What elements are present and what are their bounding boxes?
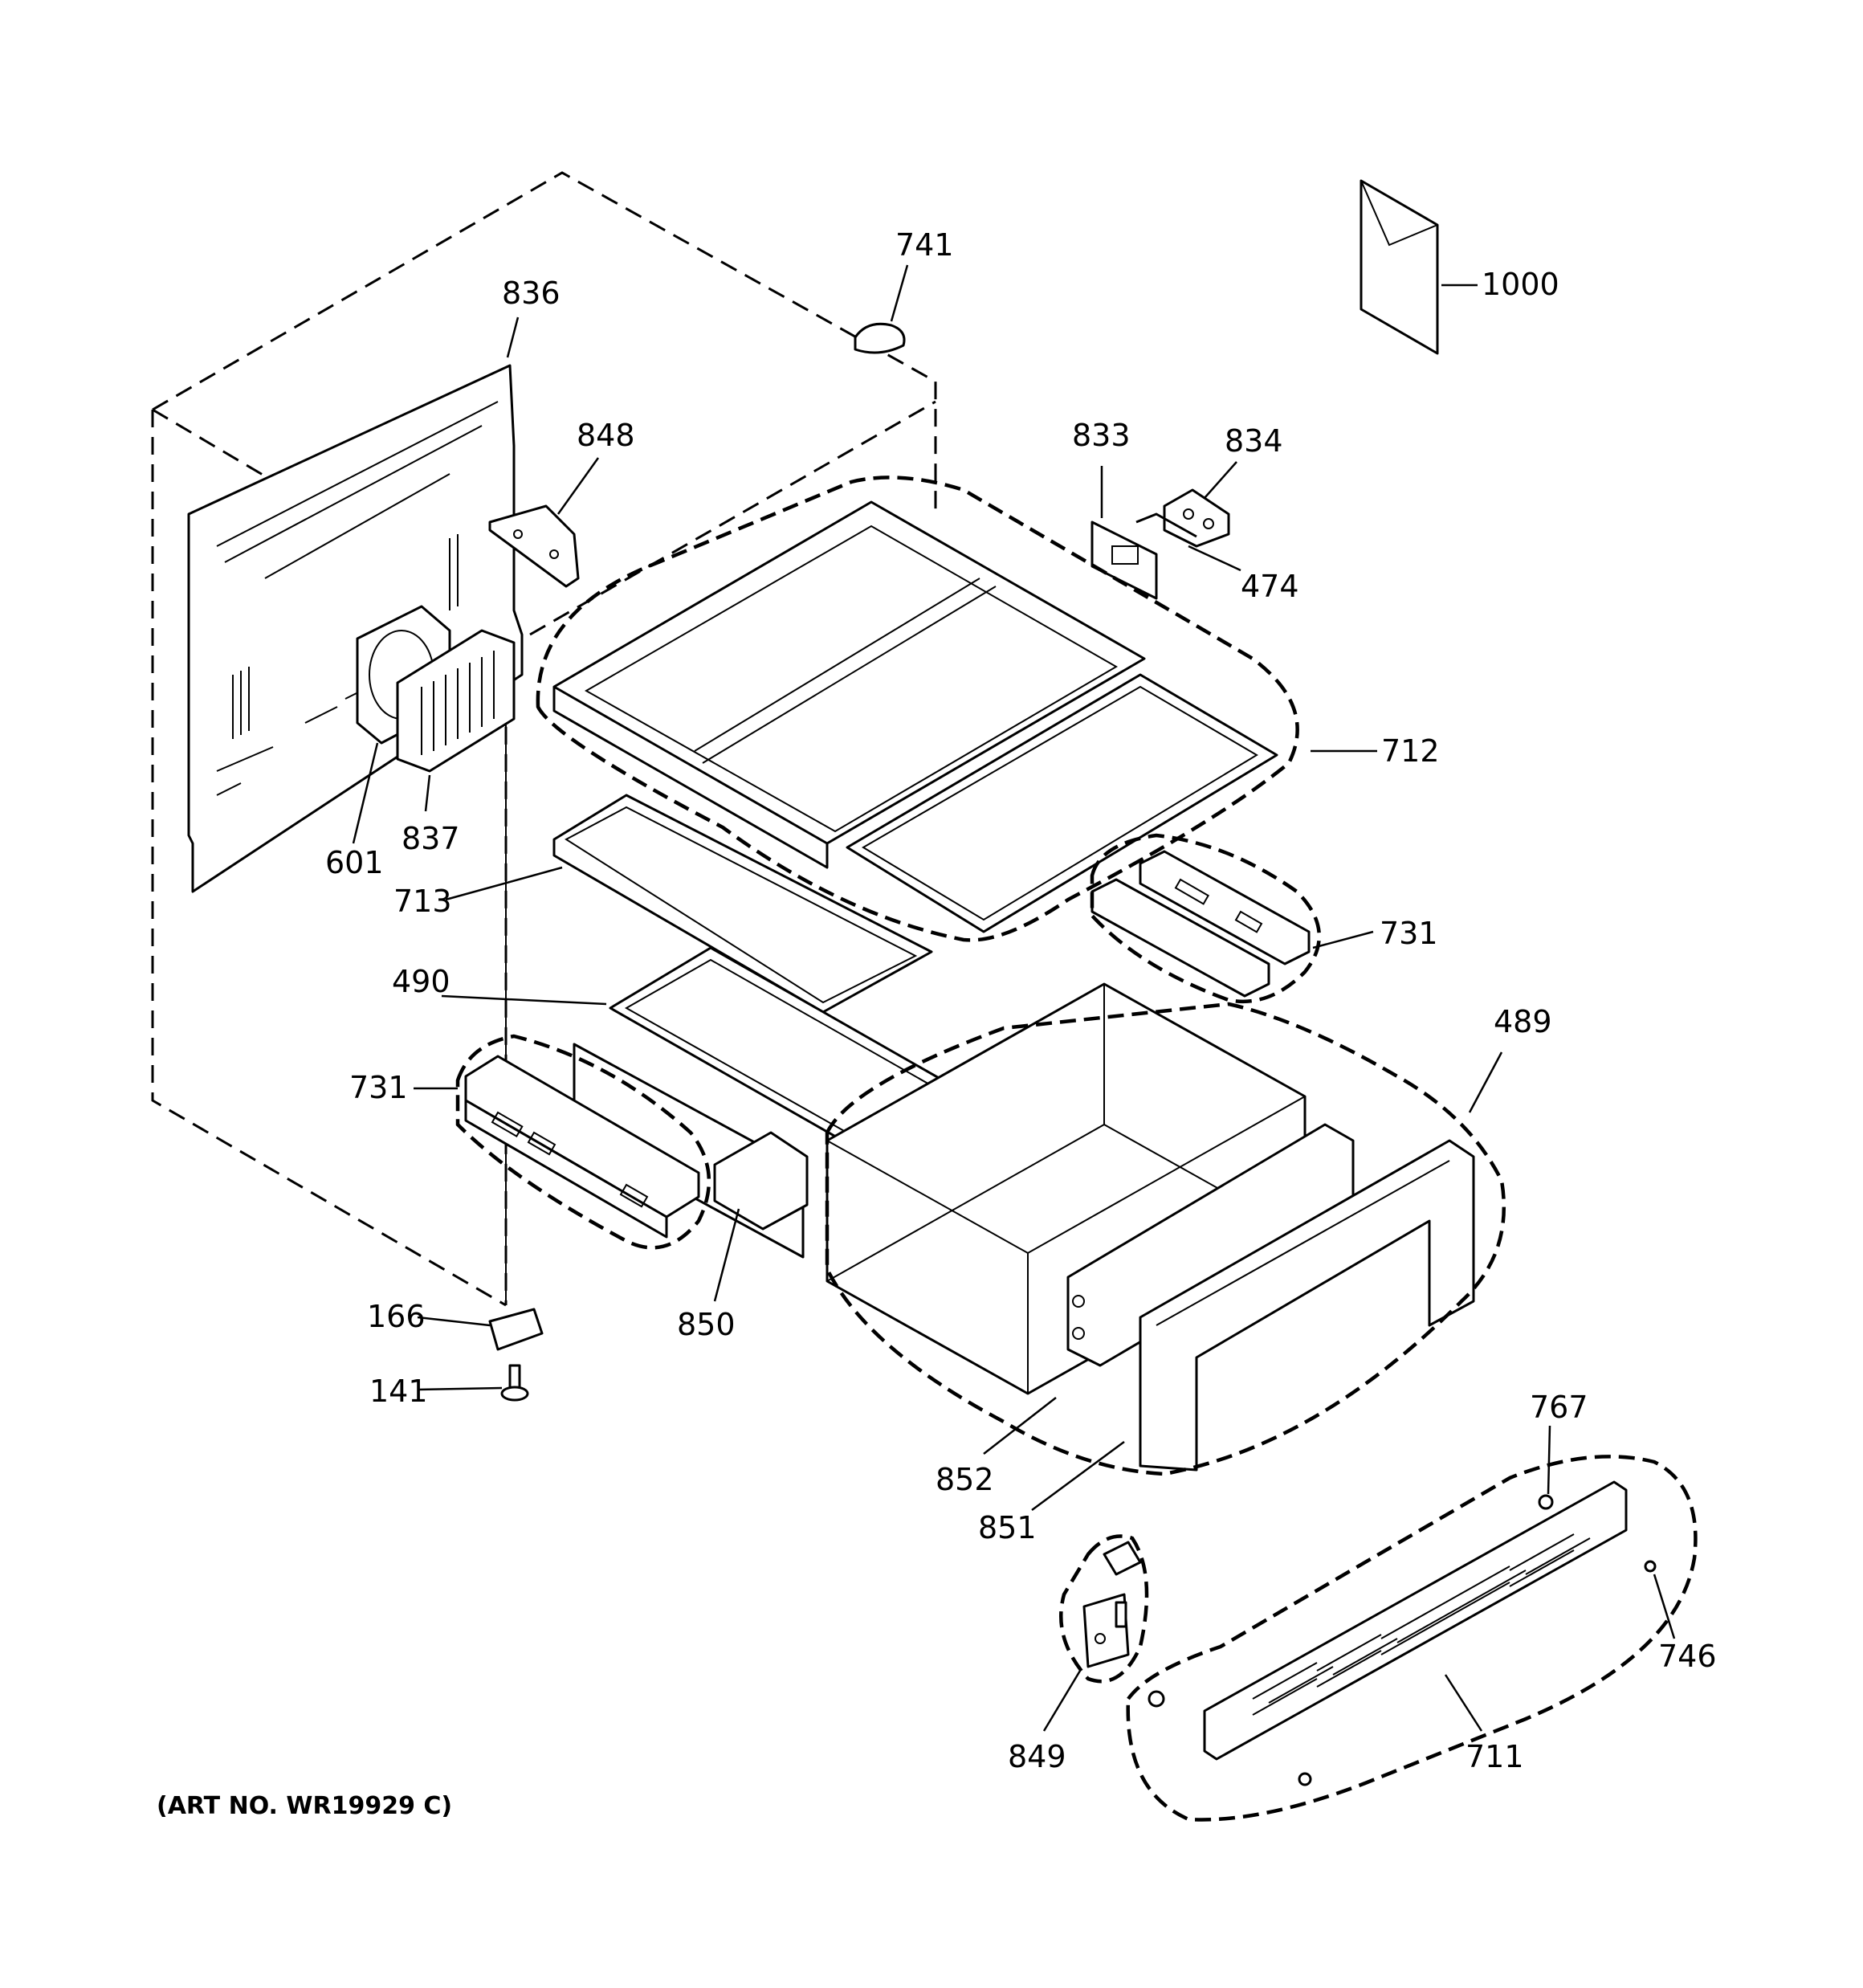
label-834: 834	[1225, 423, 1283, 459]
rail-731-right	[1090, 850, 1311, 998]
label-837: 837	[402, 821, 460, 856]
grille-711	[1148, 1480, 1657, 1786]
bracket-166	[488, 1308, 544, 1351]
shelf-713	[552, 794, 933, 1014]
rail-731-right-outline	[1090, 833, 1321, 1004]
label-141: 141	[369, 1374, 428, 1409]
label-849: 849	[1008, 1739, 1066, 1774]
shelf-712-outline	[536, 476, 1299, 942]
part-741	[854, 322, 906, 354]
switch-834	[1135, 488, 1230, 548]
control-833	[1090, 520, 1158, 600]
label-851: 851	[978, 1510, 1037, 1545]
label-746: 746	[1658, 1639, 1717, 1674]
label-850: 850	[677, 1307, 736, 1342]
label-474: 474	[1241, 569, 1299, 604]
bracket-848	[488, 504, 580, 588]
label-848: 848	[577, 418, 635, 453]
rail-731-left-outline	[455, 1034, 711, 1250]
shelf-assembly-712	[552, 500, 1278, 933]
label-712: 712	[1381, 733, 1440, 769]
label-731-left: 731	[349, 1070, 408, 1105]
hinge-849	[1082, 1541, 1142, 1668]
drawer-assembly-489	[573, 946, 1475, 1472]
literature-envelope	[1360, 179, 1439, 355]
back-panel	[187, 364, 524, 893]
leveling-leg-141	[500, 1364, 529, 1402]
label-601: 601	[325, 845, 384, 880]
label-833: 833	[1072, 418, 1131, 453]
label-852: 852	[936, 1462, 994, 1497]
label-490: 490	[392, 964, 450, 999]
art-number: (ART NO. WR19929 C)	[157, 1792, 452, 1820]
label-1000: 1000	[1482, 267, 1559, 302]
label-713: 713	[393, 884, 452, 919]
drawer-489-outline	[825, 1002, 1506, 1476]
slide-850	[713, 1131, 809, 1231]
label-166: 166	[367, 1299, 426, 1334]
label-489: 489	[1494, 1004, 1552, 1039]
leader-lines	[352, 264, 1676, 1732]
label-711: 711	[1466, 1739, 1524, 1774]
fan-assembly	[356, 605, 516, 773]
label-836: 836	[502, 276, 561, 311]
rail-731-left	[464, 1055, 700, 1239]
hinge-849-outline	[1059, 1534, 1149, 1684]
label-741: 741	[895, 227, 954, 263]
label-767: 767	[1530, 1390, 1588, 1425]
part-labels: 741 836 848 1000 833 834 474 712 601 837…	[325, 227, 1717, 1774]
label-731-right: 731	[1380, 916, 1438, 951]
